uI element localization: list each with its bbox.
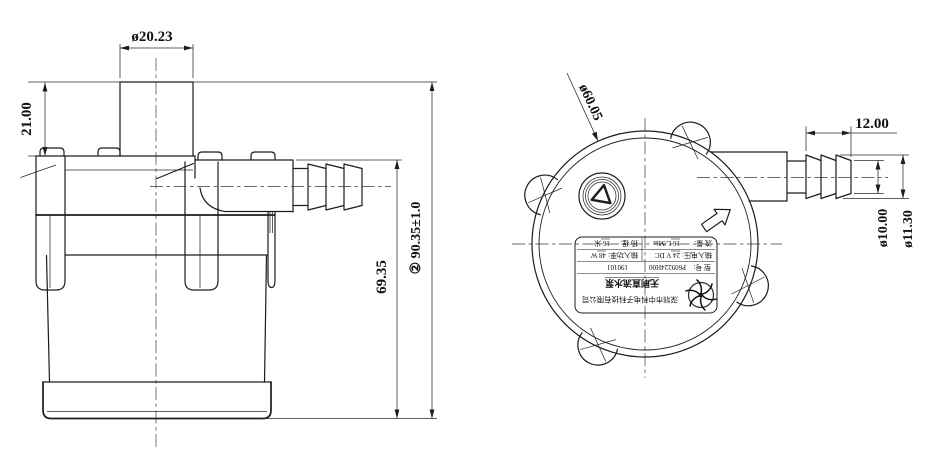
nameplate-date-code: 190101	[607, 263, 629, 271]
nameplate-voltage-label: 输入电压:	[682, 251, 712, 260]
nameplate-model-label: 型 号:	[693, 263, 711, 272]
dim-body-diameter: ø60.05	[566, 72, 605, 142]
dim-inlet-height: 21.00	[19, 82, 48, 156]
dim-inlet-height-label: 21.00	[19, 102, 35, 136]
dim-overall-height-label: ② 90.35±1.0	[409, 202, 424, 275]
outlet-barb-fitting-front	[697, 151, 888, 202]
nameplate-voltage-value: 24 V DC	[655, 251, 680, 259]
flow-direction-arrow	[700, 208, 731, 233]
dim-barb-root-diameter-label: ø10.00	[876, 209, 891, 248]
impeller-triangle	[590, 183, 612, 205]
pump-housing	[20, 155, 276, 291]
pump-body-outline	[531, 130, 759, 358]
dim-inlet-diameter: ø20.23	[119, 29, 194, 78]
nameplate-product: 无刷直流水泵	[604, 278, 660, 289]
dim-barb-length: 12.00	[805, 116, 897, 157]
dim-outlet-to-base-label: 69.35	[374, 260, 390, 294]
nameplate-flow-value: 16 L/Min	[653, 239, 680, 247]
side-view: ø20.23 21.00 69.35 ② 90.35±1.0	[19, 29, 437, 448]
motor-can	[45, 254, 268, 383]
base-cap	[42, 381, 272, 420]
dim-barb-root-diameter: ø10.00	[854, 160, 891, 248]
nameplate-head-value: 16 米	[594, 239, 610, 248]
nameplate-power-value: 48 W	[590, 251, 606, 259]
inlet-port	[578, 172, 626, 220]
dim-barb-crest-diameter: ø11.30	[840, 154, 916, 248]
nameplate-model-value: P609224H00	[649, 263, 686, 271]
nameplate-flow-label: 流 量:	[694, 239, 712, 248]
front-view: ø60.05 12.00 ø10.00 ø11.30	[512, 72, 916, 378]
nameplate-head-label: 扬 程:	[620, 239, 638, 248]
dim-barb-crest-diameter-label: ø11.30	[901, 210, 916, 248]
dim-inlet-diameter-label: ø20.23	[131, 29, 172, 45]
nameplate: 深圳市中科电子科技有限公司 无刷直流水泵 型 号: P609224H00 190…	[574, 236, 718, 314]
dim-body-diameter-label: ø60.05	[575, 82, 605, 123]
inlet-pipe	[119, 81, 194, 157]
top-flange	[28, 147, 294, 161]
dim-barb-length-label: 12.00	[855, 116, 889, 132]
dim-overall-height: ② 90.35±1.0	[409, 82, 435, 419]
company-logo-swirl-icon	[685, 279, 717, 311]
nameplate-power-label: 输入功率:	[608, 251, 638, 260]
nameplate-company: 深圳市中科电子科技有限公司	[582, 295, 678, 304]
dim-outlet-to-base: 69.35	[296, 159, 402, 419]
outlet-barb-fitting-side	[150, 155, 391, 213]
